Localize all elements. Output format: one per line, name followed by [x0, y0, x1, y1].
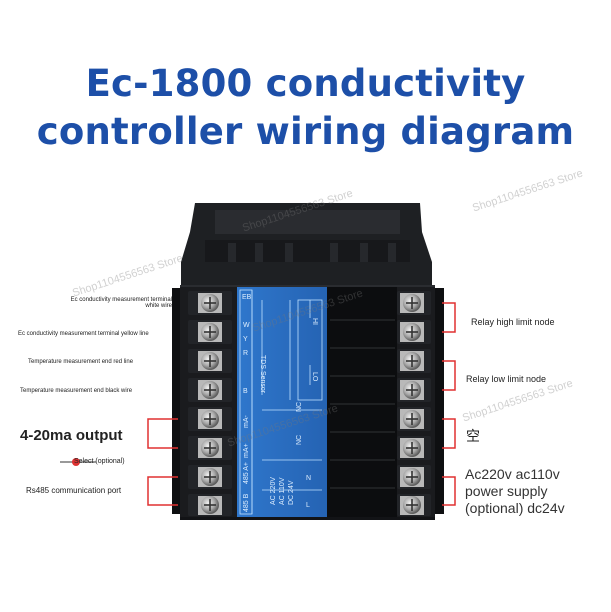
label-empty: 空 [466, 429, 480, 445]
panel-terminal-y: Y [243, 336, 248, 343]
terminal-screw [188, 436, 232, 460]
terminal-screw [188, 378, 232, 402]
label-rs485-port: Rs485 communication port [26, 486, 122, 495]
panel-power-dc24: DC 24V [288, 480, 295, 505]
label-ec-yellow-line: Ec conductivity measurement terminal yel… [18, 331, 149, 337]
panel-terminal-b: B [243, 388, 248, 395]
select-wire-icon [60, 458, 96, 466]
terminal-screw [188, 291, 232, 315]
title-line-1: Ec-1800 conductivity [85, 62, 526, 105]
title-line-2: controller wiring diagram [36, 110, 575, 153]
bracket-relay-high [442, 302, 456, 333]
bracket-rs485 [147, 476, 178, 506]
terminal-screw [188, 320, 232, 344]
panel-terminal-485b: 485 B [243, 493, 250, 512]
panel-terminal-eb: EB [242, 294, 252, 301]
label-relay-low: Relay low limit node [466, 374, 547, 384]
label-power-supply: Ac220v ac110v power supply (optional) dc… [465, 466, 565, 516]
label-ec-white-wire: Ec conductivity measurement terminal whi… [70, 297, 172, 309]
bracket-relay-low [442, 360, 456, 391]
terminal-screw [188, 349, 232, 373]
panel-lo: LO [311, 372, 318, 382]
terminal-screw [397, 465, 431, 489]
terminal-screw [397, 407, 431, 431]
panel-terminal-485a: 485 A+ [243, 462, 250, 484]
panel-l: L [306, 502, 310, 509]
left-terminal-block [180, 287, 237, 517]
bracket-empty [442, 418, 456, 449]
terminal-screw [397, 494, 431, 516]
bracket-4-20ma [147, 418, 178, 449]
terminal-screw [397, 291, 431, 315]
panel-terminal-ma-minus: mA- [243, 415, 250, 428]
panel-nc-1: NC [296, 401, 303, 412]
terminal-screw [188, 465, 232, 489]
panel-sensor-label: TDS Sensor [259, 355, 266, 394]
panel-power-ac110: AC 110V [279, 477, 286, 506]
terminal-screw [397, 378, 431, 402]
terminal-screw [188, 494, 232, 516]
panel-hi: HI [311, 318, 318, 325]
label-relay-high: Relay high limit node [471, 317, 555, 327]
panel-nc-2: NC [296, 434, 303, 445]
panel-power-ac220: AC 220V [270, 476, 277, 505]
right-terminal-block [397, 287, 435, 517]
panel-terminal-w: W [243, 322, 250, 329]
label-temp-red-line: Temperature measurement end red line [28, 359, 134, 365]
label-temp-black-wire: Temperature measurement end black wire [20, 388, 133, 394]
terminal-screw [188, 407, 232, 431]
bracket-power [442, 476, 456, 506]
panel-terminal-ma-plus: mA+ [243, 443, 250, 458]
terminal-screw [397, 349, 431, 373]
terminal-screw [397, 320, 431, 344]
panel-n: N [306, 475, 312, 482]
panel-terminal-r: R [243, 350, 249, 357]
label-4-20ma-output: 4-20ma output [20, 427, 123, 444]
terminal-screw [397, 436, 431, 460]
label-select-optional: Select (optional) [74, 458, 125, 465]
diagram-title: Ec-1800 conductivity controller wiring d… [0, 60, 611, 156]
leader-lines [147, 302, 456, 506]
